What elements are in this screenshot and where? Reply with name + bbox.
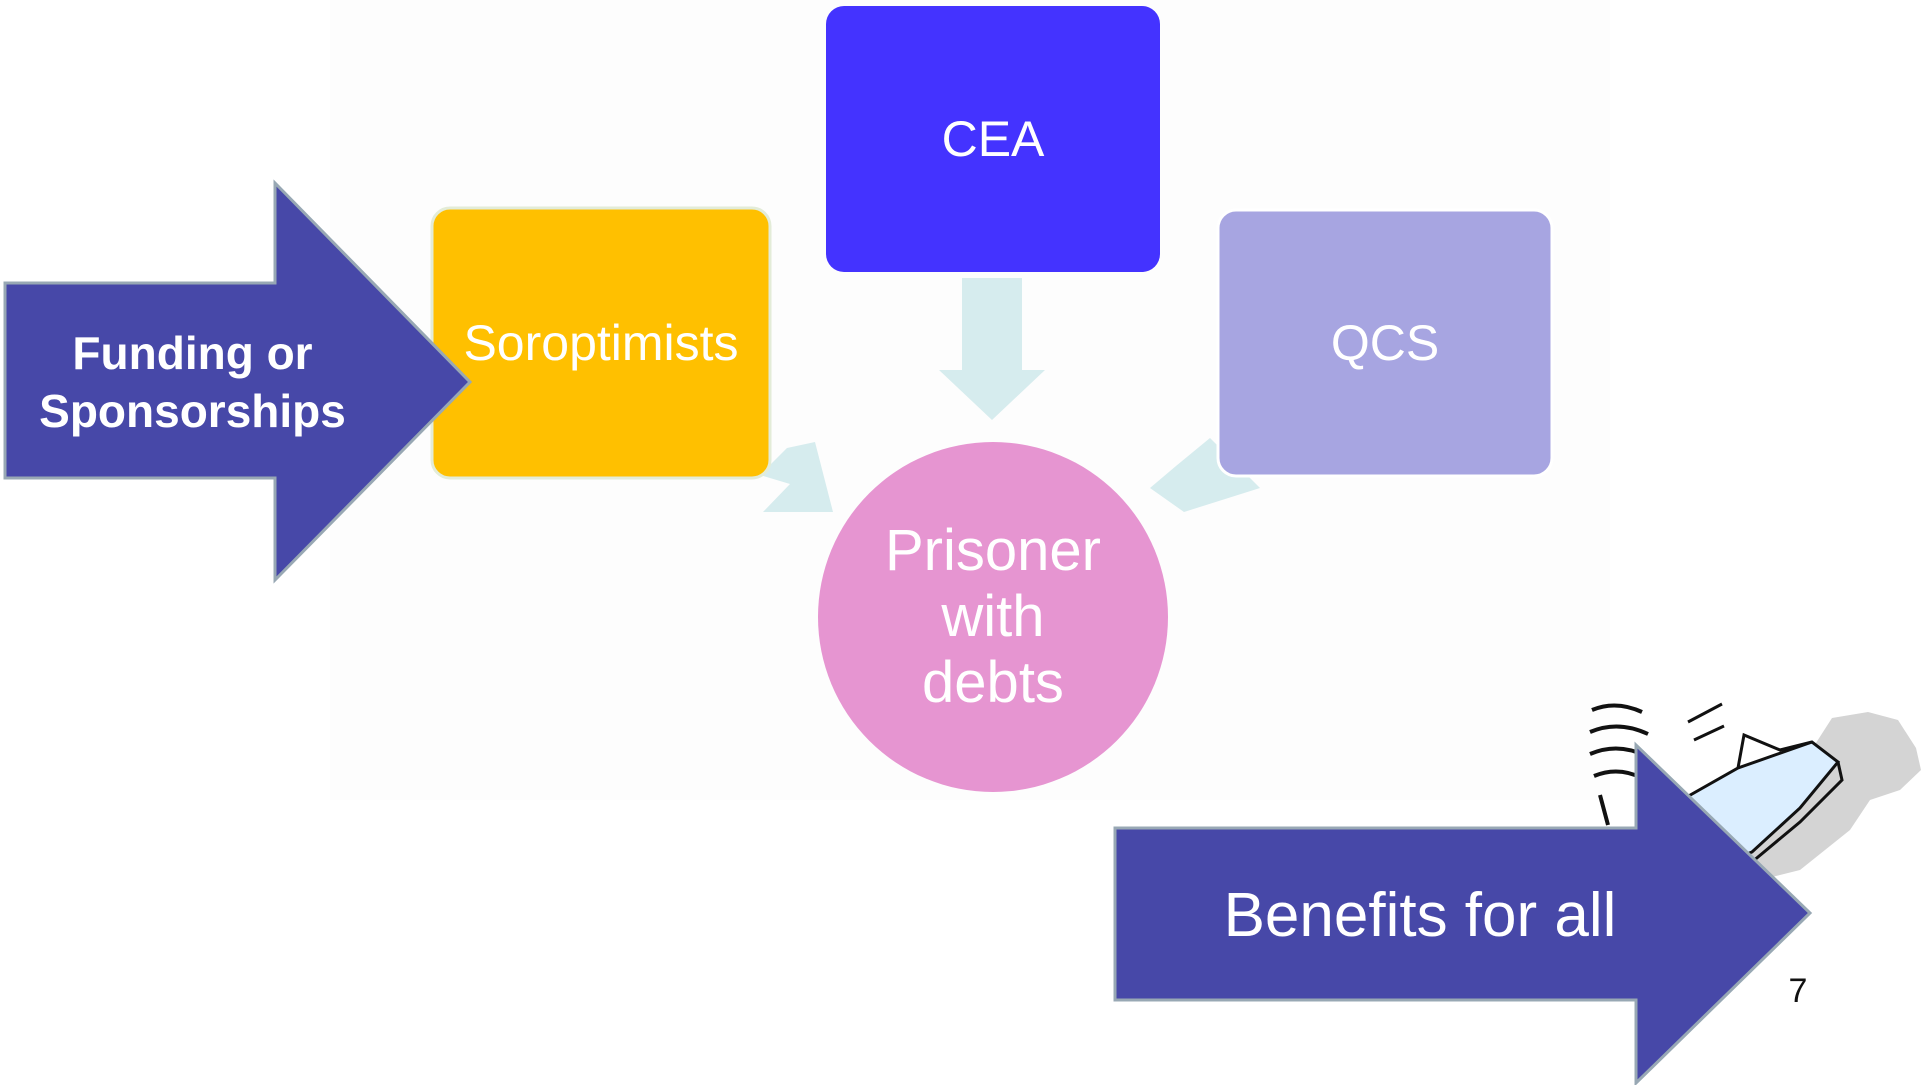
funding-arrow-shape [3,179,473,584]
qcs-box [1216,208,1554,478]
funding-arrow-label: Funding or Sponsorships [39,327,346,437]
benefits-arrow-shape [1113,741,1813,1085]
connector-arrow-qcs [1150,438,1260,512]
soroptimists-label: Soroptimists [463,315,739,371]
cea-box [826,6,1160,272]
connector-arrow-cea [939,278,1045,420]
benefits-arrow-label: Benefits for all [1223,880,1617,950]
qcs-label: QCS [1330,315,1440,371]
prisoner-label: Prisoner with debts [885,518,1101,715]
page-number: 7 [1788,971,1808,1010]
cea-label: CEA [941,111,1045,167]
prisoner-circle [818,442,1168,792]
connector-arrow-soroptimists [760,442,833,512]
